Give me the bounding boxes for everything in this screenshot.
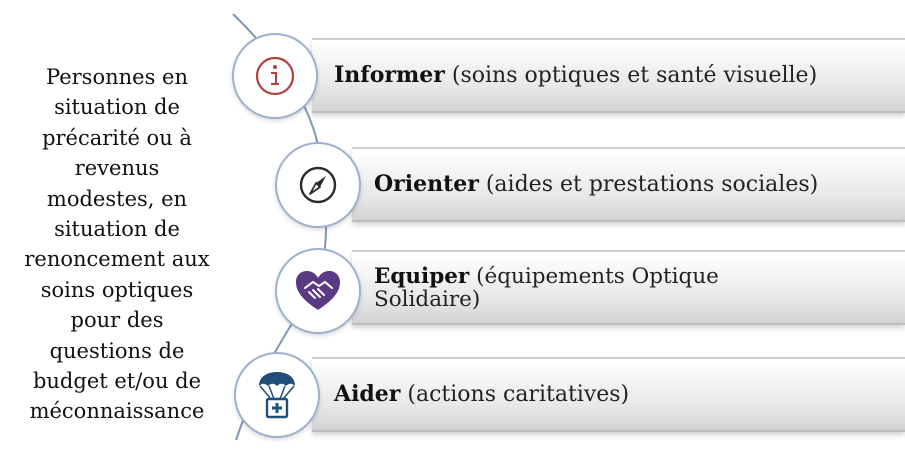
step-label: Orienter (aides et prestations sociales) [374,171,819,198]
informer-icon-circle [232,33,318,119]
audience-line: soins optiques [40,277,194,302]
step-bar-informer: Informer (soins optiques et santé visuel… [312,38,905,113]
audience-line: revenus [74,156,160,181]
step-label: Informer (soins optiques et santé visuel… [334,62,818,89]
step-title: Aider [334,381,401,407]
audience-line: budget et/ou de [32,369,202,394]
step-title: Informer [334,62,445,88]
step-label: Aider (actions caritatives) [334,381,630,408]
audience-line: renoncement aux [24,247,210,272]
handshake-heart-icon [296,271,340,310]
equiper-icon-circle [275,248,361,334]
aider-icon-circle [234,352,320,438]
audience-line: modestes, en [46,186,188,211]
step-title: Orienter [374,171,479,197]
audience-line: Personnes en [46,65,188,89]
step-bar-orienter: Orienter (aides et prestations sociales) [352,147,905,222]
parachute-aid-box-icon [259,372,295,419]
orienter-icon-circle [275,142,361,228]
step-bar-aider: Aider (actions caritatives) [312,357,905,432]
audience-line: situation de [54,95,180,120]
audience-line: précarité ou à [42,125,192,150]
compass-icon [299,166,337,204]
step-description: (soins optiques et santé visuelle) [444,63,818,88]
step-description: (actions caritatives) [400,382,630,407]
audience-line: questions de [49,338,185,363]
step-description: (aides et prestations sociales) [478,172,819,197]
audience-line: pour des [70,308,164,333]
step-description-cont: Solidaire) [374,286,481,312]
info-icon [255,56,295,96]
step-description: (équipements Optique [469,263,719,289]
step-title: Equiper [374,263,470,289]
audience-line: situation de [54,217,180,242]
audience-line: méconnaissance [29,399,205,424]
target-audience-text: Personnes en situation de précarité ou à… [2,62,232,427]
